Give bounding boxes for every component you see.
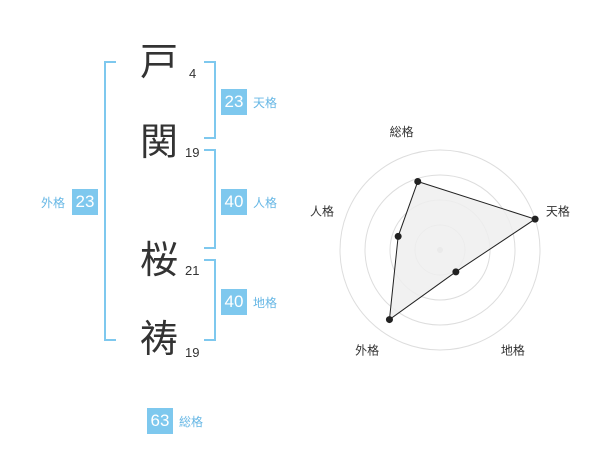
chikaku-label: 地格 — [253, 296, 278, 310]
kanji-char-3: 桜 — [140, 238, 179, 282]
jinkaku-value: 40 — [221, 189, 247, 215]
radar-ring — [339, 149, 541, 351]
chikaku-bracket — [204, 259, 216, 341]
radar-point-4 — [385, 316, 393, 324]
radar-point-2 — [531, 215, 539, 223]
kanji-char-4: 祷 — [140, 317, 179, 361]
radar-axis-label: 外格 — [355, 342, 379, 357]
radar-point-5 — [394, 232, 402, 240]
gaikaku-bracket — [104, 61, 116, 341]
gaikaku-label: 外格 — [41, 196, 66, 210]
gaikaku-value: 23 — [72, 189, 98, 215]
jinkaku-bracket — [204, 149, 216, 249]
stroke-count-4: 19 — [185, 345, 200, 360]
radar-axis-label: 総格 — [390, 124, 414, 139]
kanji-char-1: 戸 — [140, 40, 179, 84]
radar-axis-label: 地格 — [501, 342, 525, 357]
tenkaku-value: 23 — [221, 89, 247, 115]
radar-series-area — [388, 180, 537, 321]
stroke-count-1: 4 — [189, 66, 197, 81]
soukaku-value: 63 — [147, 408, 173, 434]
chikaku-value: 40 — [221, 289, 247, 315]
radar-ring — [364, 174, 516, 326]
tenkaku-bracket — [204, 61, 216, 139]
soukaku-label: 総格 — [179, 415, 204, 429]
jinkaku-label: 人格 — [253, 196, 278, 210]
radar-axis-label: 人格 — [310, 204, 334, 219]
stroke-count-2: 19 — [185, 145, 200, 160]
radar-point-1 — [414, 178, 422, 186]
radar-axis-label: 天格 — [546, 204, 570, 219]
radar-point-3 — [452, 268, 460, 276]
tenkaku-label: 天格 — [253, 96, 278, 110]
stroke-count-3: 21 — [185, 263, 200, 278]
kanji-char-2: 関 — [140, 120, 179, 164]
